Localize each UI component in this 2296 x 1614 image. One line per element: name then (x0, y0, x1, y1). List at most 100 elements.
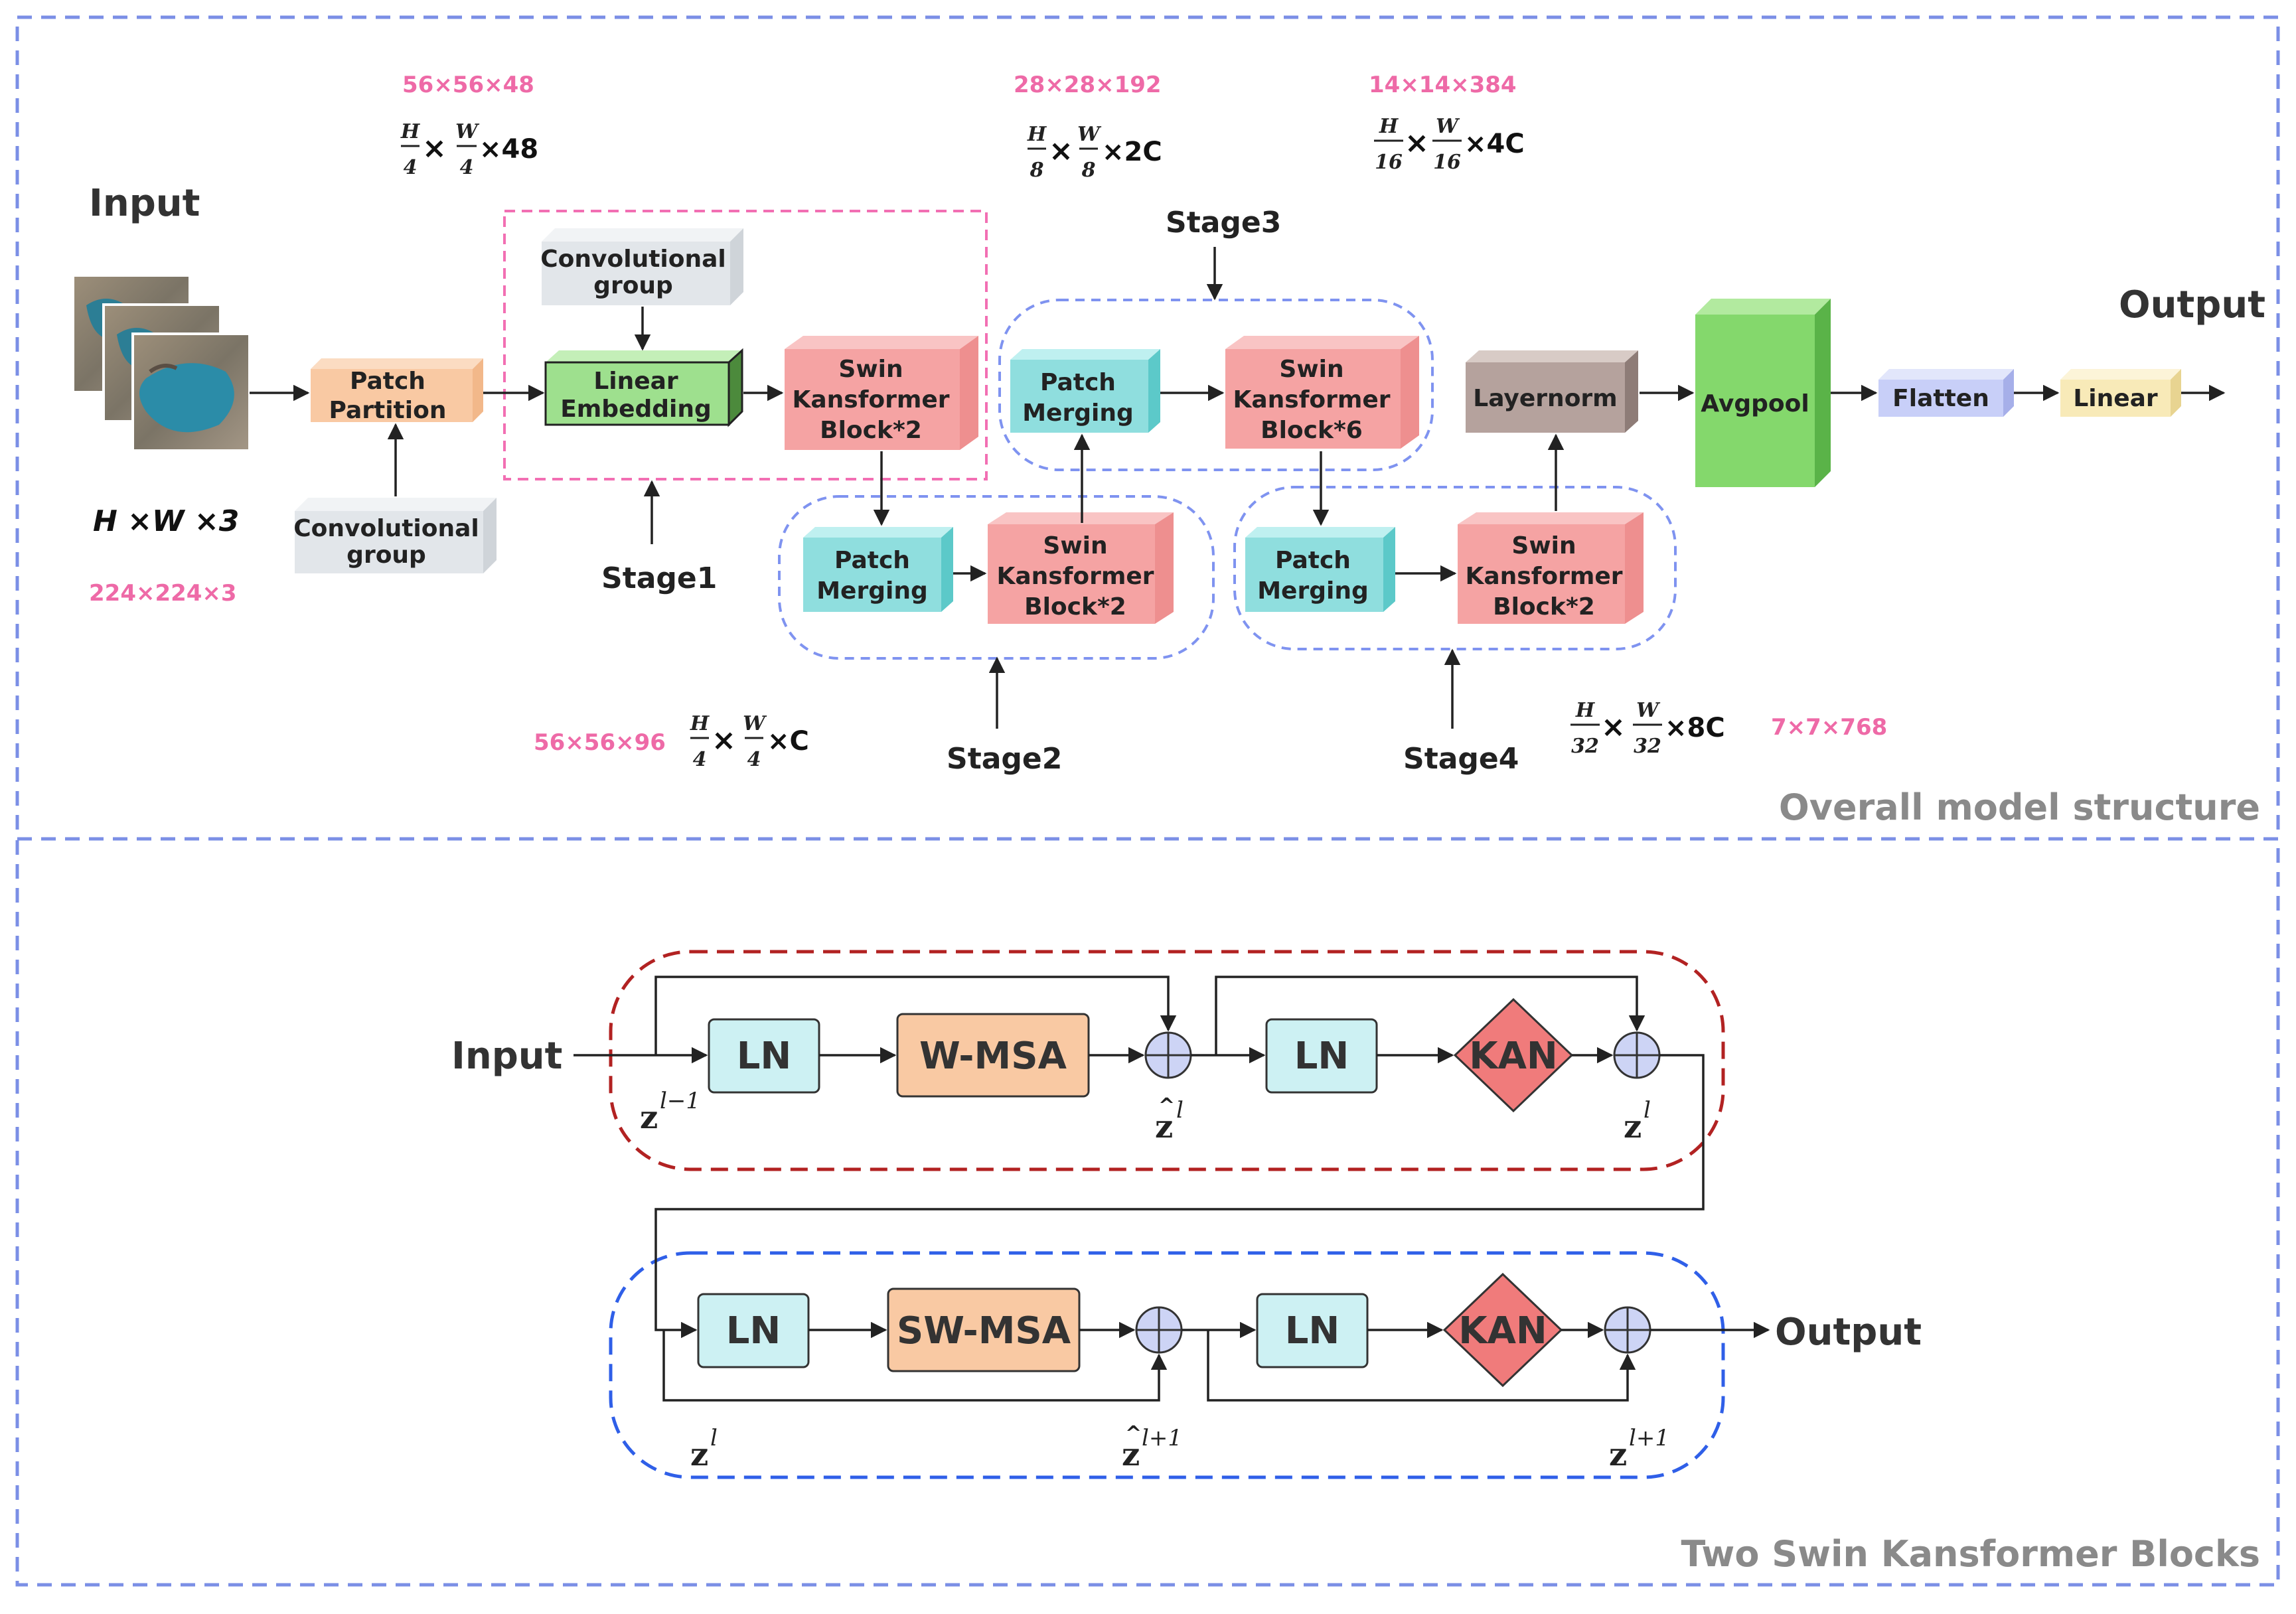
row1-ln2-label: LN (1294, 1035, 1349, 1078)
top-output-label: Output (2119, 283, 2265, 327)
dim-stage3-formula: H 16 × W 16 ×4C (1374, 115, 1525, 174)
svg-text:16: 16 (1433, 151, 1461, 174)
dim-embed-pink: 56×56×96 (534, 729, 666, 756)
svg-text:H: H (1379, 115, 1399, 138)
bottom-output-label: Output (1775, 1311, 1922, 1354)
svg-text:z: z (690, 1436, 708, 1473)
svg-text:Block*6: Block*6 (1261, 417, 1363, 444)
svg-text:Block*2: Block*2 (820, 417, 922, 444)
row2-plus-2 (1604, 1306, 1651, 1354)
svg-text:Kansformer: Kansformer (1465, 563, 1622, 590)
svg-text:W: W (455, 120, 480, 143)
svg-text:Patch: Patch (350, 368, 425, 395)
svg-text:Patch: Patch (1040, 369, 1116, 396)
svg-text:Block*2: Block*2 (1024, 593, 1126, 621)
svg-text:32: 32 (1634, 735, 1661, 758)
math-row1-mid: z ^ l (1155, 1094, 1184, 1145)
svg-text:×8C: ×8C (1665, 713, 1725, 743)
stage3-region (998, 299, 1434, 471)
svg-text:z: z (640, 1099, 658, 1136)
input-dims: H ×W ×3 (93, 504, 239, 538)
svg-text:^: ^ (1158, 1094, 1175, 1118)
svg-text:group: group (346, 542, 426, 569)
svg-text:4: 4 (747, 748, 761, 771)
svg-text:32: 32 (1571, 735, 1599, 758)
linear-embedding-box: Linear Embedding (544, 348, 743, 427)
svg-text:Patch: Patch (834, 547, 910, 574)
svg-text:×: × (422, 131, 447, 165)
svg-text:l−1: l−1 (660, 1088, 700, 1114)
svg-text:4: 4 (404, 156, 418, 179)
bottom-connectors (574, 976, 1770, 1402)
dim-stage4-pink: 7×7×768 (1771, 714, 1887, 741)
block1-region (609, 950, 1725, 1171)
row1-msa-label: W-MSA (919, 1035, 1067, 1078)
svg-text:Swin: Swin (1511, 532, 1576, 559)
top-arrows (250, 247, 2226, 729)
row1-kan-label: KAN (1469, 1035, 1558, 1078)
stage1-region (503, 210, 988, 480)
row1-ln1-label: LN (737, 1035, 792, 1078)
svg-text:×C: ×C (767, 726, 809, 757)
svg-text:×2C: ×2C (1102, 137, 1162, 167)
svg-text:Swin: Swin (838, 356, 903, 383)
dim-stage2-pink: 28×28×192 (1014, 72, 1162, 98)
linear-box: Linear (2060, 369, 2181, 417)
svg-text:4: 4 (693, 748, 707, 771)
row1-plus-2 (1613, 1031, 1661, 1079)
svg-text:Kansformer: Kansformer (1233, 386, 1390, 413)
dim-stage1-formula: H 4 × W 4 ×48 (400, 120, 538, 179)
bottom-panel-caption: Two Swin Kansformer Blocks (1681, 1533, 2260, 1575)
row2-plus-1 (1135, 1306, 1183, 1354)
svg-text:^: ^ (1125, 1422, 1142, 1445)
row2-msa-label: SW-MSA (897, 1309, 1071, 1353)
row2-kan-diamond (1442, 1272, 1563, 1388)
patch-merging-stage2: Patch Merging (803, 527, 953, 612)
svg-text:×: × (1601, 710, 1626, 744)
svg-text:Partition: Partition (329, 397, 447, 424)
row2-ln2-label: LN (1285, 1309, 1340, 1353)
swin-block-stage1: Swin Kansformer Block*2 (785, 336, 978, 450)
svg-text:W: W (1077, 123, 1102, 146)
conv-group-box-top: Convolutional group (540, 228, 743, 305)
stage4-label: Stage4 (1403, 742, 1519, 776)
svg-text:l: l (710, 1425, 718, 1451)
flatten-box: Flatten (1878, 369, 2014, 417)
svg-text:H: H (1575, 699, 1596, 722)
top-panel-caption: Overall model structure (1779, 786, 2260, 828)
svg-text:W: W (743, 712, 767, 735)
patch-merging-stage3: Patch Merging (1010, 349, 1160, 433)
dim-stage3-pink: 14×14×384 (1369, 72, 1517, 98)
dim-embed-formula: H 4 × W 4 ×C (690, 712, 809, 771)
svg-text:Block*2: Block*2 (1493, 593, 1595, 621)
row2-ln1-label: LN (726, 1309, 781, 1353)
svg-text:Kansformer: Kansformer (792, 386, 949, 413)
svg-text:Linear: Linear (593, 368, 678, 395)
dim-stage4-formula: H 32 × W 32 ×8C (1570, 699, 1725, 758)
swin-block-stage4: Swin Kansformer Block*2 (1458, 512, 1644, 624)
svg-text:×48: ×48 (479, 134, 538, 165)
svg-text:l+1: l+1 (1142, 1425, 1182, 1451)
math-row2-mid: z ^ l+1 (1122, 1422, 1182, 1473)
row1-kan-diamond (1453, 997, 1574, 1113)
svg-text:Embedding: Embedding (560, 396, 712, 423)
svg-text:Convolutional: Convolutional (293, 515, 479, 542)
patch-partition-box: Patch Partition (311, 358, 483, 424)
svg-text:Swin: Swin (1279, 356, 1343, 383)
swin-block-stage3: Swin Kansformer Block*6 (1225, 336, 1419, 449)
stage4-region (1233, 486, 1677, 650)
input-dims-pink: 224×224×3 (89, 580, 237, 607)
svg-text:z: z (1122, 1436, 1140, 1473)
swin-block-stage2: Swin Kansformer Block*2 (988, 512, 1174, 624)
svg-text:Avgpool: Avgpool (1701, 390, 1809, 417)
patch-merging-stage4: Patch Merging (1245, 527, 1395, 612)
svg-text:z: z (1624, 1108, 1642, 1145)
svg-text:8: 8 (1030, 159, 1044, 182)
stage1-label: Stage1 (601, 561, 717, 595)
svg-text:Merging: Merging (1257, 577, 1369, 605)
svg-text:H: H (400, 120, 421, 143)
svg-text:Flatten: Flatten (1892, 385, 1989, 412)
math-row2-out: z l+1 (1609, 1425, 1669, 1473)
svg-text:z: z (1609, 1436, 1627, 1473)
